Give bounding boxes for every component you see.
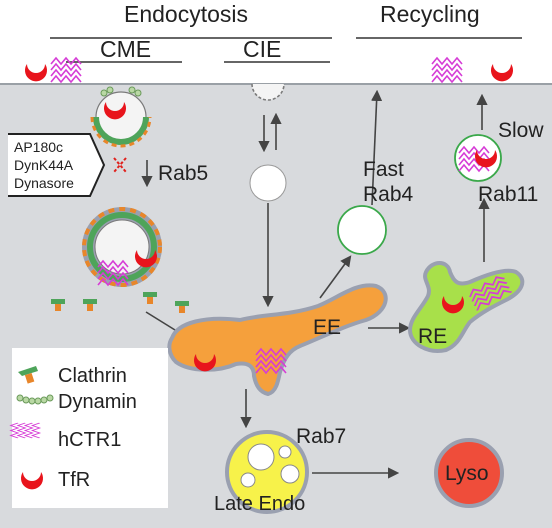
label-lyso: Lyso	[445, 462, 489, 485]
label-rab4: Rab4	[363, 183, 414, 206]
clathrin-coated-vesicle	[82, 207, 162, 287]
legend-label-hctr1: hCTR1	[58, 429, 121, 451]
legend-label-dynamin: Dynamin	[58, 391, 137, 413]
label-fast: Fast	[363, 158, 404, 181]
label-rab5: Rab5	[158, 162, 208, 185]
header-cme: CME	[100, 36, 151, 62]
recycling-endosome: RE	[407, 261, 525, 353]
hctr1-surface-right-icon	[431, 57, 463, 83]
label-slow: Slow	[498, 119, 544, 142]
clathrin-coated-pit	[90, 86, 152, 148]
cie-vesicle	[249, 164, 287, 202]
legend: Clathrin Dynamin hCTR1 TfR	[9, 348, 168, 508]
header-recycling: Recycling	[380, 1, 480, 27]
early-endosome: EE	[167, 283, 388, 397]
lysosome	[434, 438, 504, 508]
clathrin-icon	[18, 366, 38, 384]
label-rab7: Rab7	[296, 425, 346, 448]
inhibitor-dynasore: Dynasore	[14, 175, 74, 191]
legend-label-clathrin: Clathrin	[58, 365, 127, 387]
late-endosome	[225, 430, 309, 514]
header-endocytosis: Endocytosis	[124, 1, 248, 27]
header-cie: CIE	[243, 36, 281, 62]
arrow-ee-to-fast	[319, 255, 352, 299]
cie-invagination	[251, 83, 285, 101]
tfr-surface-left-icon	[25, 64, 47, 82]
label-ee: EE	[313, 316, 341, 339]
inhibitor-ap180c: AP180c	[14, 139, 63, 155]
label-re: RE	[418, 325, 447, 348]
fast-recycling-vesicle	[337, 205, 387, 255]
legend-label-tfr: TfR	[58, 469, 90, 491]
inhibition-x-icon	[113, 157, 127, 173]
dynamin-icon	[16, 394, 54, 405]
label-rab11: Rab11	[478, 183, 538, 206]
arrow-fast-to-surface	[371, 89, 383, 206]
label-late-endo: Late Endo	[214, 493, 305, 515]
inhibitor-dynk44a: DynK44A	[14, 157, 74, 173]
tfr-surface-right-icon	[491, 64, 513, 82]
inhibitors-box: AP180c DynK44A Dynasore	[8, 133, 106, 197]
